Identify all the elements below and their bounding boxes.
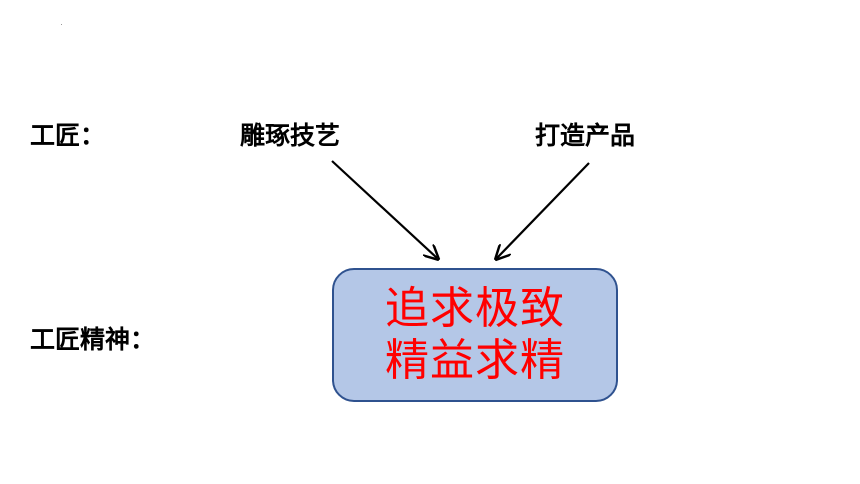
pursuit-line-1: 追求极致	[385, 283, 565, 334]
make-product-label: 打造产品	[535, 121, 636, 150]
pursuit-line-2: 精益求精	[385, 335, 565, 386]
craftsman-label: 工匠：	[30, 121, 106, 150]
carve-skill-label: 雕琢技艺	[240, 121, 341, 150]
speck-mark	[61, 24, 62, 25]
pursuit-box: 追求极致 精益求精	[332, 268, 618, 402]
skill-to-box-arrow	[331, 160, 437, 258]
craftsman-spirit-label: 工匠精神：	[30, 325, 156, 354]
product-to-box-arrow	[497, 162, 590, 258]
